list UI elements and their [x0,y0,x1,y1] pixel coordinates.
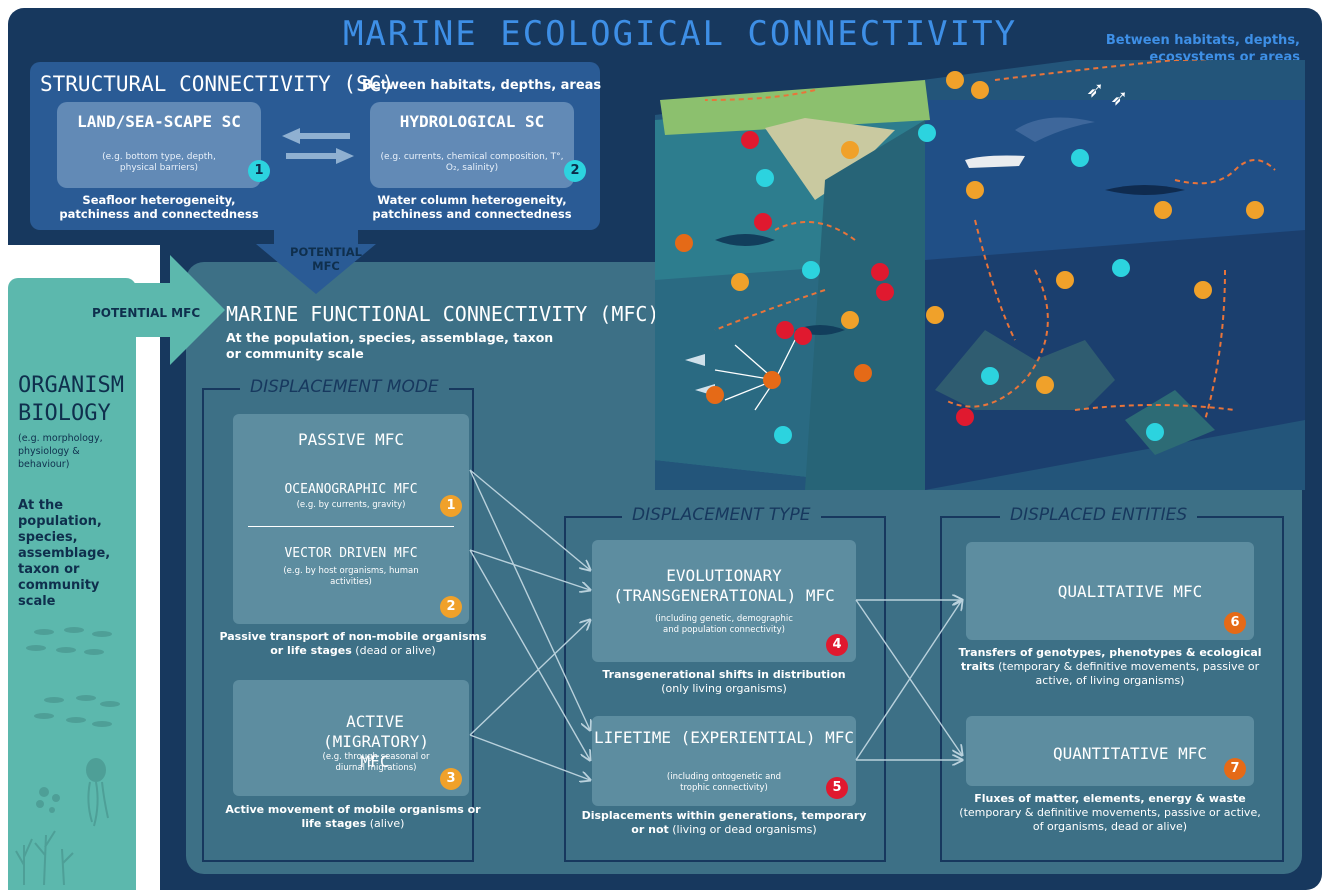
hydrological-sc-title: HYDROLOGICAL SC [399,112,545,131]
ocean-scene [655,60,1305,490]
bird-icon: ➶ [1086,78,1105,103]
active-mfc-title: ACTIVE (MIGRATORY) MFC [323,712,429,771]
quantitative-mfc-card [966,716,1254,786]
displacement-type-title: DISPLACEMENT TYPE [622,505,821,525]
marker-4: 4 [826,634,848,656]
landscape-sc-box [57,102,261,188]
landscape-sc-caption: Seafloor heterogeneity, patchiness and c… [59,193,259,221]
divider [248,526,454,527]
marker-5: 5 [826,777,848,799]
active-mfc-card [233,680,469,796]
marker-2: 2 [440,596,462,618]
displacement-mode-title: DISPLACEMENT MODE [240,377,449,397]
mfc-title: MARINE FUNCTIONAL CONNECTIVITY (MFC) [226,302,660,326]
qualitative-mfc-title: QUALITATIVE MFC [1057,582,1203,601]
main-title: MARINE ECOLOGICAL CONNECTIVITY [342,14,1018,54]
marker-7: 7 [1224,758,1246,780]
quantitative-mfc-caption: Fluxes of matter, elements, energy & was… [959,792,1261,833]
organism-biology-column [8,278,136,890]
marker-2: 2 [564,160,586,182]
organism-biology-scale: At the population, species, assemblage, … [18,498,111,609]
quantitative-mfc-title: QUANTITATIVE MFC [1052,744,1208,763]
evolutionary-mfc-card [592,540,856,662]
vector-driven-mfc-title: VECTOR DRIVEN MFC [284,546,418,561]
landscape-sc-title: LAND/SEA-SCAPE SC [77,112,241,131]
lifetime-mfc-sub: (including ontogenetic and trophic conne… [666,772,782,793]
vector-driven-mfc-sub: (e.g. by host organisms, human activitie… [283,566,419,587]
lifetime-mfc-caption: Displacements within generations, tempor… [581,809,867,836]
displaced-entities-title: DISPLACED ENTITIES [1000,505,1198,525]
oceanographic-mfc-sub: (e.g. by currents, gravity) [296,500,406,510]
bird-icon: ➶ [1110,86,1129,111]
lifetime-mfc-title: LIFETIME (EXPERIENTIAL) MFC [593,728,855,747]
marker-3: 3 [440,768,462,790]
potential-mfc-top-arrow [256,228,376,294]
hydrological-sc-sub: (e.g. currents, chemical composition, T°… [380,152,564,173]
hydrological-sc-box [370,102,574,188]
landscape-sc-sub: (e.g. bottom type, depth, physical barri… [102,152,216,173]
passive-mfc-card [233,414,469,624]
hydrological-sc-caption: Water column heterogeneity, patchiness a… [372,193,572,221]
evolutionary-mfc-title: EVOLUTIONARY (TRANSGENERATIONAL) MFC [613,566,835,605]
qualitative-mfc-card [966,542,1254,640]
structural-title: STRUCTURAL CONNECTIVITY (SC) [40,72,395,96]
bidirectional-arrows [282,128,354,164]
organism-biology-title: ORGANISM BIOLOGY [18,373,124,426]
potential-mfc-left-label: POTENTIAL MFC [92,306,201,320]
organism-illustrations [15,627,120,885]
structural-subtitle: Between habitats, depths, areas [362,78,602,93]
lifetime-mfc-card [592,716,856,806]
active-mfc-caption: Active movement of mobile organisms or l… [225,803,481,830]
passive-mfc-title: PASSIVE MFC [298,430,404,449]
active-mfc-sub: (e.g. through seasonal or diurnal migrat… [322,752,430,773]
marker-1: 1 [440,495,462,517]
evolutionary-mfc-sub: (including genetic, demographic and popu… [655,614,793,635]
passive-mfc-caption: Passive transport of non-mobile organism… [219,630,487,657]
potential-mfc-left-arrow [130,255,225,365]
oceanographic-mfc-title: OCEANOGRAPHIC MFC [284,482,418,497]
marker-6: 6 [1224,612,1246,634]
organism-biology-sub: (e.g. morphology, physiology & behaviour… [18,433,103,470]
evolutionary-mfc-caption: Transgenerational shifts in distribution… [602,668,846,695]
mfc-subtitle: At the population, species, assemblage, … [226,330,554,361]
potential-mfc-top-label: POTENTIAL MFC [290,245,362,273]
marker-1: 1 [248,160,270,182]
qualitative-mfc-caption: Transfers of genotypes, phenotypes & eco… [958,646,1262,687]
